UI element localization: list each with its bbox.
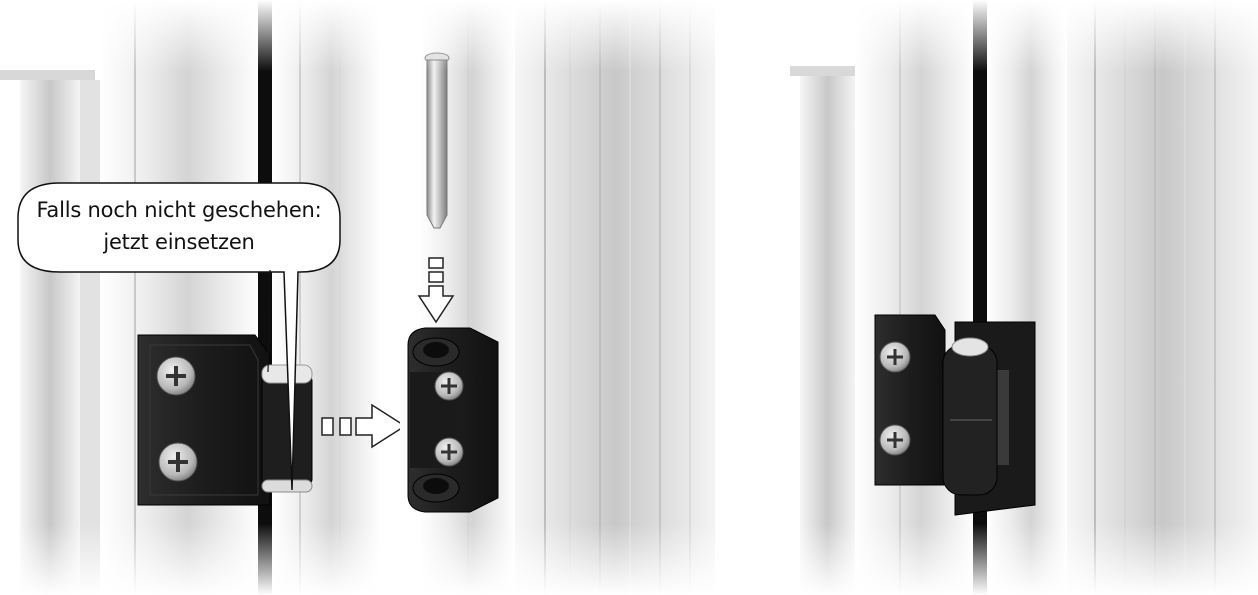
step-1-insert-bushing	[0, 0, 405, 595]
callout-line-1: Falls noch nicht geschehen:	[18, 194, 340, 226]
step-3-assembled-hinge	[790, 0, 1258, 595]
step-2-insert-pin	[400, 0, 720, 595]
callout-line-2: jetzt einsetzen	[18, 226, 340, 258]
callout-text: Falls noch nicht geschehen: jetzt einset…	[18, 194, 340, 258]
